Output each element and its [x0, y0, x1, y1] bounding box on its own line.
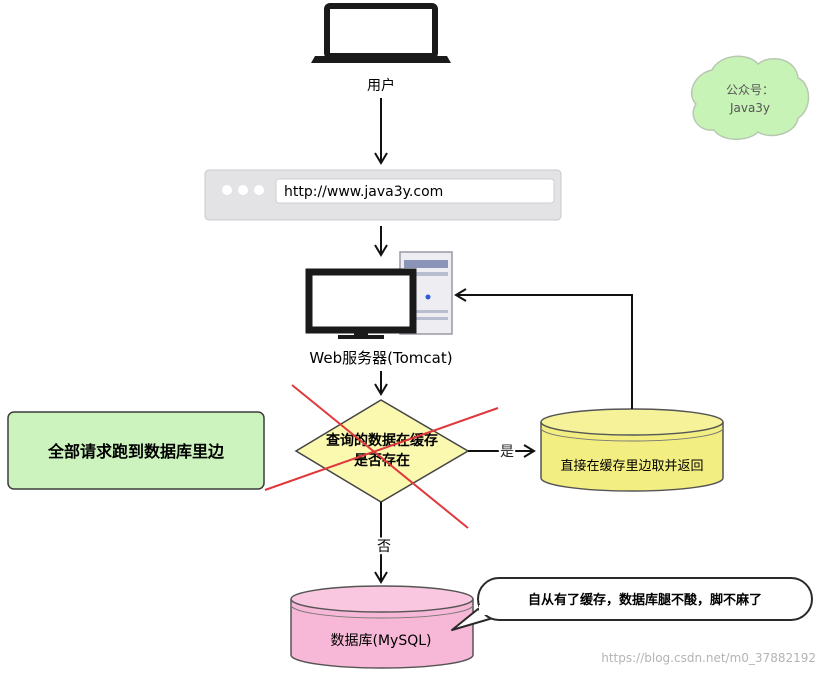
browser-bar	[204, 169, 562, 221]
database-cylinder	[290, 585, 474, 669]
watermark: https://blog.csdn.net/m0_37882192	[601, 651, 816, 665]
left-note-text: 全部请求跑到数据库里边	[47, 442, 225, 461]
cloud-text-line1: 公众号：	[726, 83, 774, 97]
cache-label: 直接在缓存里边取并返回	[560, 458, 703, 474]
cloud-text-line2: Java3y	[729, 101, 770, 115]
decision-text-line2: 是否存在	[354, 452, 410, 469]
speech-bubble	[451, 577, 813, 631]
server-label: Web服务器(Tomcat)	[309, 349, 452, 367]
browser-url: http://www.java3y.com	[284, 184, 443, 200]
speech-bubble-text: 自从有了缓存，数据库腿不酸，脚不麻了	[528, 592, 762, 608]
arrow-cache-to-server	[454, 288, 633, 409]
no-label: 否	[377, 539, 391, 555]
server-icon	[305, 251, 453, 339]
yes-label: 是	[500, 444, 514, 460]
decision-diamond	[294, 399, 470, 503]
left-note-box	[7, 411, 265, 490]
cache-cylinder	[540, 408, 724, 492]
url-field[interactable]	[275, 178, 555, 204]
user-label: 用户	[367, 77, 395, 94]
database-label: 数据库(MySQL)	[331, 633, 432, 649]
cloud-badge	[691, 55, 810, 140]
cross-out-mark	[264, 384, 499, 529]
laptop-icon	[311, 3, 451, 63]
